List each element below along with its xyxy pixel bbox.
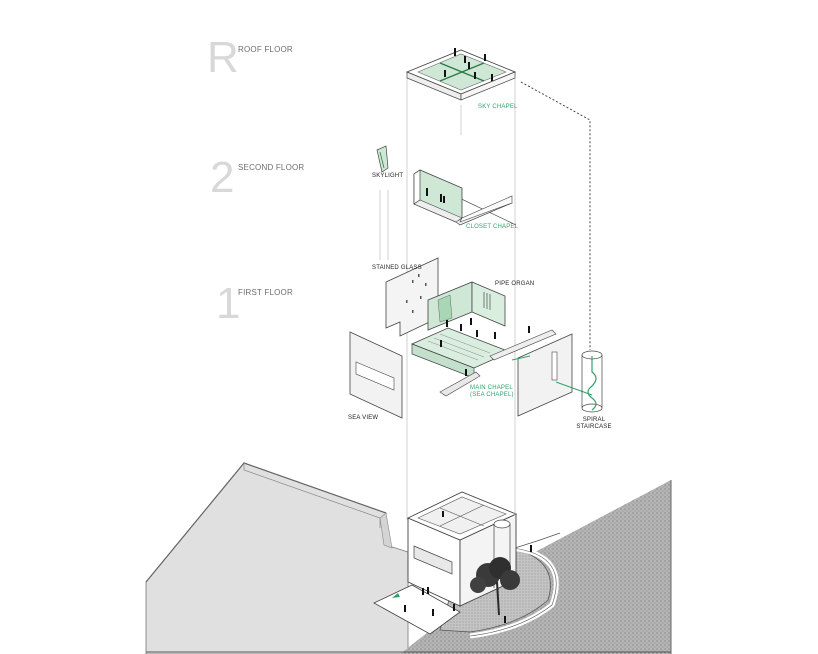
label-stained-glass: STAINED GLASS bbox=[372, 265, 422, 271]
floor-number-first: 1 bbox=[216, 279, 241, 328]
spiral-staircase bbox=[581, 350, 603, 413]
label-spiral-staircase-line1: SPIRAL bbox=[582, 417, 606, 423]
label-closet-chapel: CLOSET CHAPEL bbox=[466, 224, 519, 230]
floor-label-roof: ROOF FLOOR bbox=[238, 45, 293, 54]
floor-number-second: 2 bbox=[210, 153, 235, 202]
stained-glass-wall bbox=[385, 257, 439, 337]
site-ground bbox=[145, 462, 672, 654]
label-sea-view: SEA VIEW bbox=[348, 415, 379, 421]
neighbor-block bbox=[145, 462, 409, 654]
floor-label-second: SECOND FLOOR bbox=[238, 163, 305, 172]
label-main-chapel-line2: (SEA CHAPEL) bbox=[470, 392, 514, 399]
label-main-chapel: MAIN CHAPEL (SEA CHAPEL) bbox=[470, 385, 514, 399]
label-main-chapel-line1: MAIN CHAPEL bbox=[470, 385, 513, 391]
skylight-element bbox=[376, 145, 389, 173]
people-figures bbox=[404, 511, 532, 623]
label-sky-chapel: SKY CHAPEL bbox=[478, 104, 518, 110]
east-wall-panel bbox=[517, 333, 573, 417]
main-chapel-level bbox=[349, 257, 603, 419]
chapel-building bbox=[404, 491, 532, 623]
closet-chapel-level bbox=[376, 145, 513, 226]
tree bbox=[470, 557, 520, 616]
dashed-connector bbox=[520, 81, 591, 350]
label-skylight: SKYLIGHT bbox=[372, 173, 404, 179]
floor-number-roof: R bbox=[207, 33, 239, 82]
label-spiral-staircase-line2: STAIRCASE bbox=[576, 424, 612, 431]
label-spiral-staircase: SPIRAL STAIRCASE bbox=[576, 417, 612, 431]
sky-chapel-level bbox=[405, 48, 517, 101]
floor-label-first: FIRST FLOOR bbox=[238, 288, 293, 297]
label-pipe-organ: PIPE ORGAN bbox=[495, 281, 535, 287]
